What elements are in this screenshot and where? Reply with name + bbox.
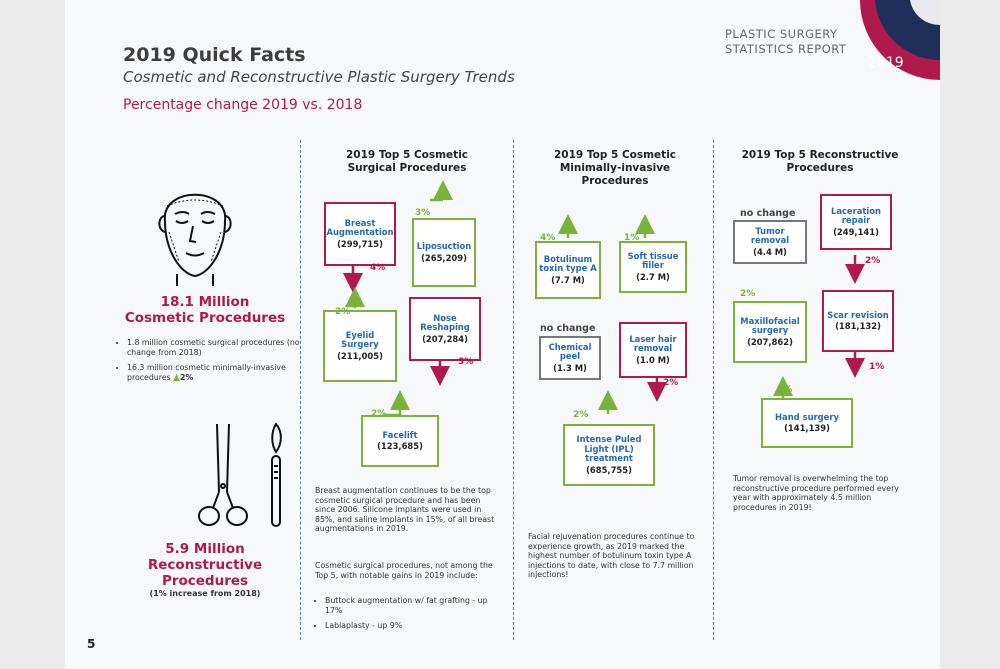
box-laser-hair-removal: Laser hair removal (1.0 M) (619, 322, 687, 378)
recon-total: 5.9 Million (165, 541, 245, 557)
cosmetic-bullets: 1.8 million cosmetic surgical procedures… (117, 338, 317, 388)
change-botulinum-toxin: 4% (540, 233, 556, 243)
page-title: 2019 Quick Facts (123, 44, 306, 66)
col1-list: Buttock augmentation w/ fat grafting - u… (315, 596, 500, 636)
flow-arrows (343, 180, 865, 417)
column-divider (300, 140, 301, 640)
box-laceration-repair: Laceration repair (249,141) (820, 194, 892, 250)
cosmetic-label: Cosmetic Procedures (124, 310, 286, 326)
scalpel-icon (271, 422, 282, 527)
col1-paragraph-1: Breast augmentation continues to be the … (315, 486, 495, 534)
box-botulinum-toxin: Botulinum toxin type A (7.7 M) (535, 241, 601, 299)
up-arrow-icon: ▲ (173, 373, 181, 383)
cosmetic-total: 18.1 Million (160, 294, 250, 310)
box-soft-tissue-filler: Soft tissue filler (2.7 M) (619, 241, 687, 293)
change-chemical-peel: no change (540, 323, 596, 334)
recon-label: Reconstructive Procedures (147, 557, 263, 589)
change-facelift: 2% (371, 409, 387, 419)
report-title: PLASTIC SURGERY STATISTICS REPORT (725, 27, 847, 56)
change-eyelid-surgery: 2% (335, 307, 351, 317)
change-liposuction: 3% (415, 208, 431, 218)
box-ipl-treatment: Intense Puled Light (IPL) treatment (685… (563, 424, 655, 486)
box-facelift: Facelift (123,685) (361, 415, 439, 467)
col1-paragraph-2: Cosmetic surgical procedures, not among … (315, 561, 493, 580)
change-ipl-treatment: 2% (573, 410, 589, 420)
change-nose-reshaping: 3% (458, 357, 474, 367)
corner-decoration-icon (860, 0, 940, 80)
column-divider (713, 140, 714, 640)
change-breast-augmentation: 4% (370, 263, 386, 273)
box-eyelid-surgery: Eyelid Surgery (211,005) (323, 310, 397, 382)
change-maxillofacial-surgery: 2% (740, 289, 756, 299)
cosmetic-stat: 18.1 Million Cosmetic Procedures (105, 294, 305, 326)
box-nose-reshaping: Nose Reshaping (207,284) (409, 297, 481, 361)
change-laser-hair-removal: 2% (663, 378, 679, 388)
report-page: PLASTIC SURGERY STATISTICS REPORT 2019 2… (65, 0, 940, 669)
box-tumor-removal: Tumor removal (4.4 M) (733, 220, 807, 264)
recon-note: (1% increase from 2018) (149, 589, 261, 598)
box-scar-revision: Scar revision (181,132) (822, 290, 894, 352)
col1-heading: 2019 Top 5 Cosmetic Surgical Procedures (345, 149, 469, 174)
col2-heading: 2019 Top 5 Cosmetic Minimally-invasive P… (553, 149, 677, 187)
box-liposuction: Liposuction (265,209) (412, 218, 476, 287)
list-item: Buttock augmentation w/ fat grafting - u… (325, 596, 500, 616)
col2-paragraph: Facial rejuvenation procedures continue … (528, 532, 695, 580)
change-tumor-removal: no change (740, 208, 796, 219)
change-soft-tissue-filler: 1% (624, 233, 640, 243)
bullet-cosmetic-surgical: 1.8 million cosmetic surgical procedures… (127, 338, 317, 358)
box-maxillofacial-surgery: Maxillofacial surgery (207,862) (733, 301, 807, 363)
list-item: Labiaplasty - up 9% (325, 621, 500, 631)
page-subtitle: Cosmetic and Reconstructive Plastic Surg… (123, 68, 515, 86)
col3-paragraph: Tumor removal is overwhelming the top re… (733, 474, 899, 512)
scissors-icon (198, 423, 248, 526)
bullet-cosmetic-minimally: 16.3 million cosmetic minimally-invasive… (127, 363, 317, 383)
change-scar-revision: 1% (869, 362, 885, 372)
box-chemical-peel: Chemical peel (1.3 M) (539, 336, 601, 380)
percentage-change-label: Percentage change 2019 vs. 2018 (123, 97, 363, 113)
change-laceration-repair: 2% (865, 256, 881, 266)
page-number: 5 (87, 637, 96, 651)
bullet-change: 2% (180, 373, 194, 382)
column-divider (513, 140, 514, 640)
change-hand-surgery: 2% (777, 385, 793, 395)
col3-heading: 2019 Top 5 Reconstructive Procedures (741, 149, 899, 174)
box-breast-augmentation: Breast Augmentation (299,715) (324, 202, 396, 266)
report-year: 2019 (868, 55, 904, 71)
face-icon (158, 193, 232, 286)
reconstructive-stat: 5.9 Million Reconstructive Procedures (1… (105, 541, 305, 598)
box-hand-surgery: Hand surgery (141,139) (761, 398, 853, 448)
